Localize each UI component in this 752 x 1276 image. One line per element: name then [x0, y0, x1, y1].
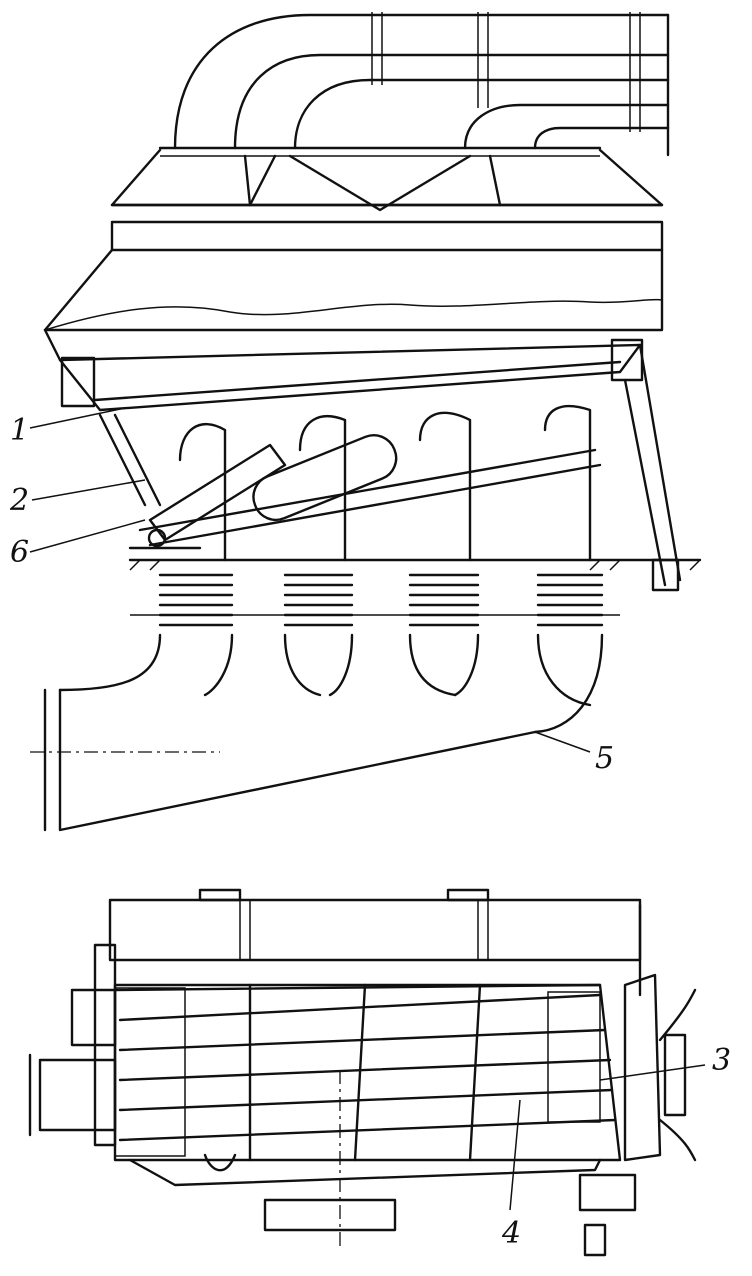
exhaust-duct-bends [173, 12, 670, 157]
callout-1: 1 [10, 413, 29, 448]
drive-unit [128, 1153, 637, 1257]
callout-2: 2 [9, 483, 29, 518]
spouts-with-bellows [130, 404, 620, 627]
feeder-cylinder [128, 434, 602, 550]
outlet-collector [30, 633, 604, 832]
callout-5: 5 [595, 741, 614, 776]
inclined-frame [58, 338, 682, 587]
callout-4: 4 [501, 1216, 521, 1251]
ground-support [128, 558, 702, 592]
callout-3: 3 [712, 1043, 731, 1078]
fan-unit [623, 973, 697, 1162]
callout-6: 6 [10, 535, 29, 570]
inlet-pipe [28, 943, 117, 1147]
collector-hoods [110, 146, 664, 212]
side-elevation-view: 1 2 6 5 [9, 12, 702, 832]
plan-callout-leaders [509, 1064, 706, 1211]
screen-box [113, 983, 622, 1250]
callout-leaders [29, 407, 591, 753]
plan-view: 3 4 [28, 888, 731, 1257]
upper-housing [43, 220, 664, 362]
plan-top-cover [108, 888, 642, 997]
